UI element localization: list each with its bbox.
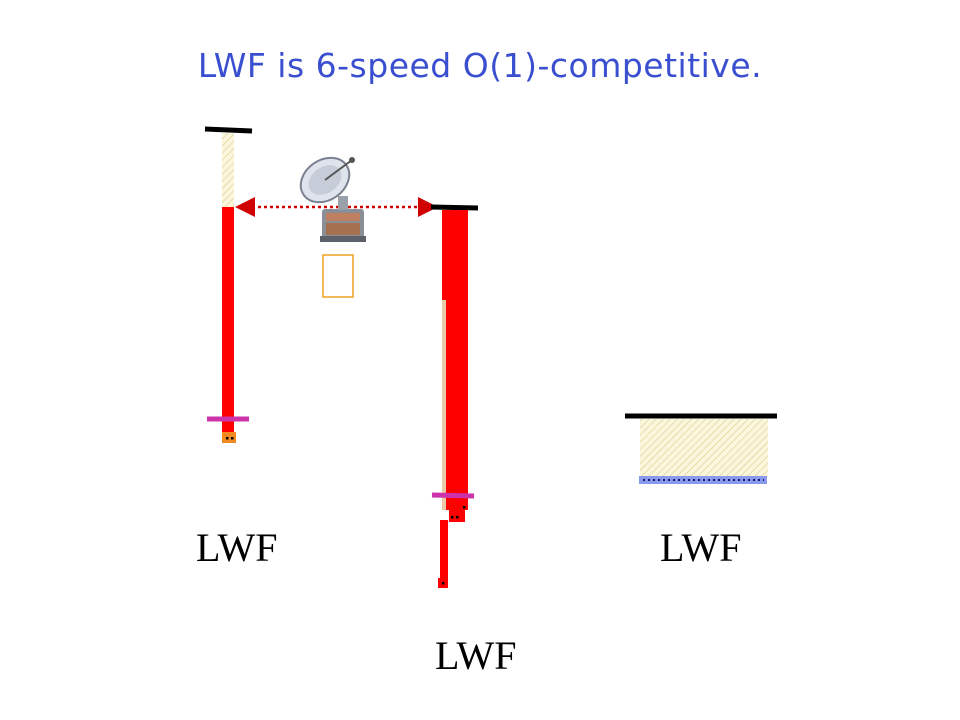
label-right-lwf: LWF (660, 525, 742, 570)
middle-stack-marker (431, 492, 475, 499)
left-stack-processed (222, 207, 234, 440)
right-job-stack (625, 413, 777, 484)
placeholder-glyph-box (322, 254, 354, 298)
left-stack-cap (204, 126, 253, 134)
left-job-stack (204, 126, 253, 443)
middle-stack-tail (440, 520, 448, 588)
left-stack-base (222, 432, 236, 443)
left-stack-pending (222, 133, 234, 207)
middle-job-stack (430, 204, 479, 588)
satellite-dish-icon (299, 156, 366, 242)
label-left-lwf: LWF (196, 525, 278, 570)
slide-title: LWF is 6-speed O(1)-competitive. (197, 46, 763, 85)
middle-stack-cap (430, 204, 479, 211)
right-stack-pending (640, 419, 768, 477)
label-middle-lwf: LWF (435, 633, 517, 678)
middle-stack-processed (442, 210, 468, 510)
